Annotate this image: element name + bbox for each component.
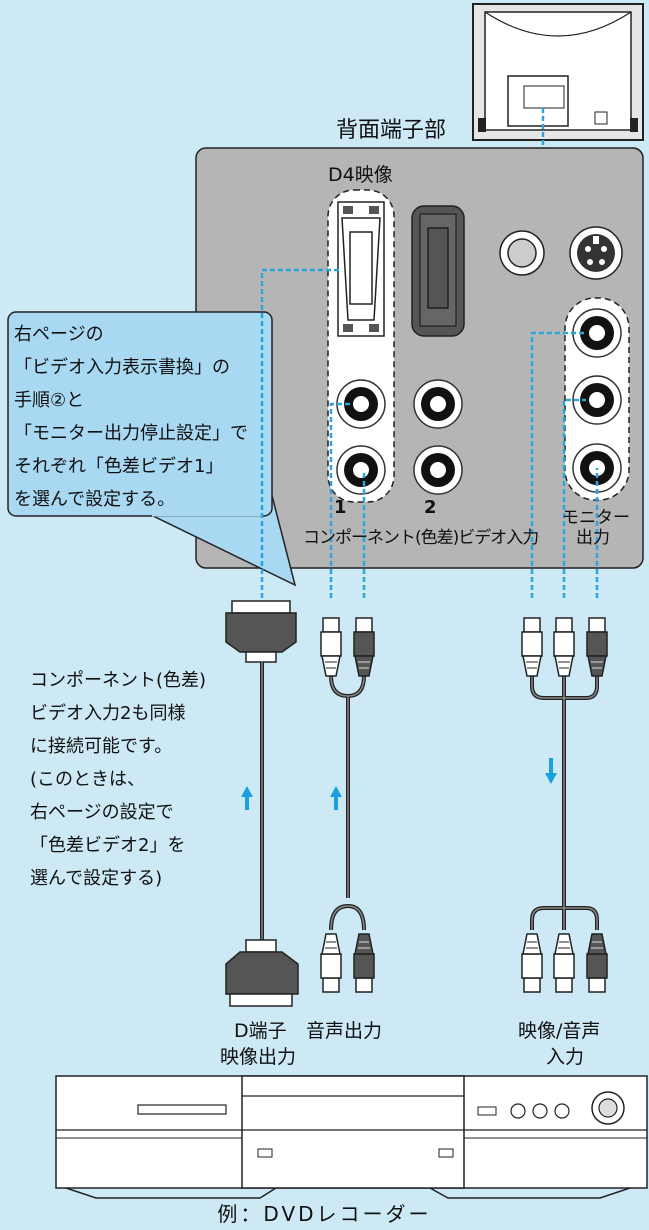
callout-line: それぞれ「色差ビデオ1」 bbox=[14, 456, 224, 477]
av-cable-core bbox=[531, 676, 598, 930]
av-plug-3-top bbox=[586, 617, 608, 677]
audio-plug-white-bottom bbox=[320, 933, 342, 993]
av-plug-3-bottom bbox=[586, 933, 608, 993]
audio-plug-dark-bottom bbox=[353, 933, 375, 993]
callout-text: 右ページの 「ビデオ入力表示書換」の 手順②と 「モニター出力停止設定」で それ… bbox=[14, 318, 248, 516]
video-audio-in-label-line2: 入力 bbox=[546, 1046, 585, 1068]
note-text: コンポーネント(色差) ビデオ入力2も同様 に接続可能です。 (このときは、 右… bbox=[30, 664, 206, 895]
monitor-out-label-line2: 出力 bbox=[576, 528, 610, 548]
audio-plug-dark-top bbox=[353, 617, 375, 677]
component-2-jack-lower bbox=[413, 445, 463, 495]
input-number-1: 1 bbox=[334, 497, 347, 518]
d4-video-label: D4映像 bbox=[328, 164, 393, 186]
callout-line: を選んで設定する。 bbox=[14, 489, 176, 510]
av-plug-1-top bbox=[521, 617, 543, 677]
note-line: (このときは、 bbox=[30, 769, 146, 790]
round-jack bbox=[499, 230, 545, 276]
monitor-out-jack-2 bbox=[572, 375, 622, 425]
connection-lines bbox=[260, 268, 599, 598]
input-number-2: 2 bbox=[424, 497, 437, 518]
note-line: コンポーネント(色差) bbox=[30, 670, 207, 691]
component-1-jack-lower bbox=[336, 445, 386, 495]
component-input-label: コンポーネント(色差)ビデオ入力 bbox=[303, 528, 539, 548]
note-line: 選んで設定する) bbox=[30, 868, 163, 889]
d-terminal-label-line2: 映像出力 bbox=[220, 1046, 297, 1068]
arrow-down-icon bbox=[545, 758, 557, 784]
note-line: 「色差ビデオ2」を bbox=[30, 835, 186, 856]
callout-line: 「ビデオ入力表示書換」の bbox=[14, 357, 230, 378]
component-1-jack-upper bbox=[336, 379, 386, 429]
note-line: に接続可能です。 bbox=[30, 736, 173, 757]
caption: 例：DVDレコーダー bbox=[217, 1202, 432, 1226]
d-terminal-label-line1: D端子 bbox=[234, 1020, 287, 1042]
tv-rear-illustration bbox=[472, 3, 644, 150]
d-terminal-plug-top bbox=[225, 600, 297, 663]
callout-line: 右ページの bbox=[14, 324, 104, 345]
arrow-up-icon bbox=[330, 786, 342, 810]
note-line: ビデオ入力2も同様 bbox=[30, 703, 186, 724]
component-2-jack-upper bbox=[413, 379, 463, 429]
audio-plug-white-top bbox=[320, 617, 342, 677]
d4-video-jack bbox=[337, 201, 385, 337]
arrow-up-icon bbox=[241, 786, 253, 810]
av-plug-1-bottom bbox=[521, 933, 543, 993]
dvd-recorder-illustration bbox=[55, 1075, 648, 1199]
rear-terminal-label: 背面端子部 bbox=[336, 118, 447, 143]
av-plug-2-bottom bbox=[553, 933, 575, 993]
callout-line: 「モニター出力停止設定」で bbox=[14, 423, 248, 444]
av-plug-2-top bbox=[553, 617, 575, 677]
audio-cable-core bbox=[330, 675, 365, 931]
callout-line: 手順②と bbox=[14, 390, 85, 411]
d-terminal-plug-bottom bbox=[225, 939, 299, 1007]
s-video-jack bbox=[569, 226, 623, 280]
audio-out-label: 音声出力 bbox=[306, 1020, 383, 1042]
monitor-out-label-line1: モニター bbox=[562, 508, 630, 528]
note-line: 右ページの設定で bbox=[30, 802, 174, 823]
video-audio-in-label-line1: 映像/音声 bbox=[518, 1020, 601, 1042]
callout-bubble bbox=[7, 311, 297, 587]
